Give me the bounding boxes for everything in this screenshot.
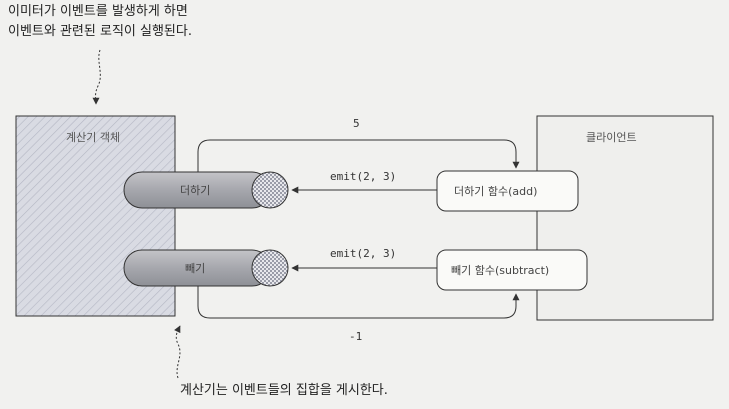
function-add: 더하기 함수(add) (436, 170, 579, 212)
event-subtract: 빼기 (123, 249, 289, 287)
function-subtract-label: 빼기 함수(subtract) (451, 264, 549, 277)
function-subtract: 빼기 함수(subtract) (436, 249, 588, 291)
bottom-annotation-pointer (174, 325, 181, 379)
top-annotation-line1: 이미터가 이벤트를 발생하게 하면 (8, 4, 188, 19)
result-add-arrow (197, 139, 520, 172)
emit-add-label: emit(2, 3) (330, 170, 396, 183)
function-add-label: 더하기 함수(add) (454, 184, 537, 198)
emit-subtract-label: emit(2, 3) (330, 247, 396, 260)
event-add: 더하기 (123, 171, 289, 209)
top-annotation-line2: 이벤트와 관련된 로직이 실행된다. (8, 24, 192, 39)
top-annotation: 이미터가 이벤트를 발생하게 하면 이벤트와 관련된 로직이 실행된다. (8, 2, 192, 42)
result-subtract-label: -1 (349, 330, 362, 343)
calculator-title: 계산기 객체 (66, 131, 120, 144)
event-add-label: 더하기 (180, 183, 210, 197)
result-subtract-arrow (197, 286, 520, 319)
top-annotation-pointer (92, 49, 101, 105)
result-add-label: 5 (353, 117, 360, 130)
client-title: 클라이언트 (586, 131, 637, 144)
event-subtract-label: 빼기 (185, 262, 205, 275)
bottom-annotation: 계산기는 이벤트들의 집합을 게시한다. (180, 383, 388, 398)
